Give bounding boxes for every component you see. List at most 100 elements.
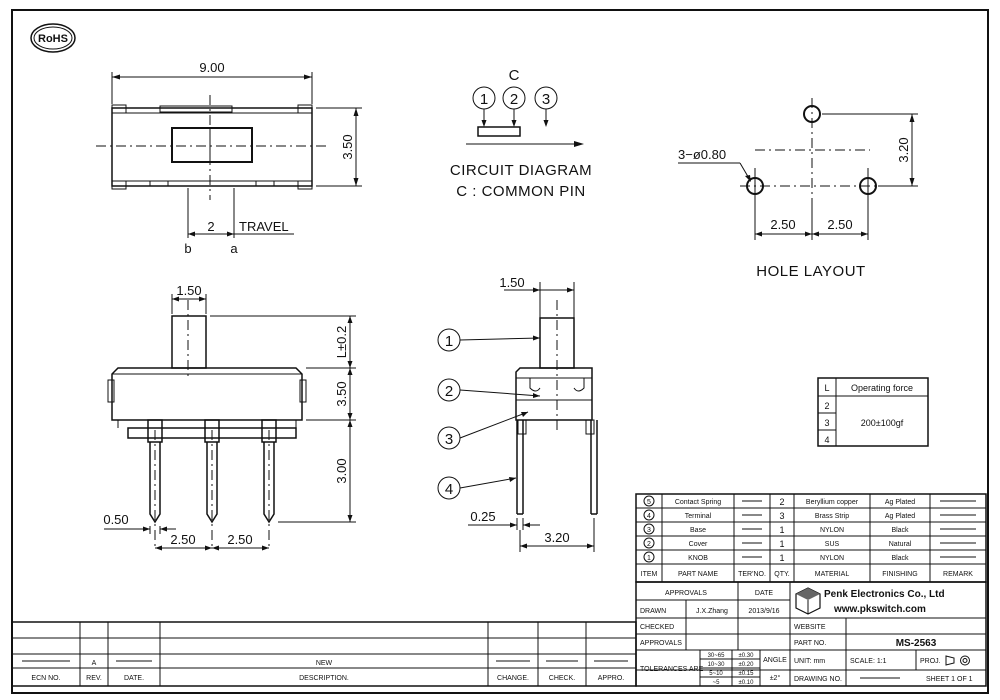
company-name: Penk Electronics Co., Ltd (824, 589, 945, 600)
hole-layout: 3−ø0.80 3.20 2.50 2.50 HOLE LAYOUT (678, 98, 918, 280)
callout-4: 4 (445, 481, 453, 498)
company-logo-icon (795, 587, 821, 615)
front-view: 1.50 L±0.2 3.50 3.00 0.50 2.50 2.50 (103, 283, 356, 551)
part-item-2: 2 (647, 541, 651, 548)
tb-approvals: APPROVALS (665, 590, 707, 597)
circuit-subtitle: C : COMMON PIN (456, 183, 586, 200)
rev-header-rev: REV. (86, 675, 102, 682)
tb-tolerances: TOLERANCES ARE (640, 666, 704, 673)
tol-value-2: ±0.20 (739, 662, 755, 668)
part-material-5: Beryllium copper (806, 499, 859, 506)
tb-part-no: MS-2563 (896, 638, 937, 649)
tol-range-1: 30~65 (708, 653, 726, 659)
part-item-1: 1 (647, 555, 651, 562)
header-qty: QTY. (774, 571, 789, 578)
front-pin-width: 0.50 (103, 512, 128, 527)
force-header-title: Operating force (851, 383, 913, 393)
tol-value-1: ±0.30 (739, 653, 755, 659)
part-finish-1: Black (891, 555, 909, 562)
tb-scale: SCALE: 1:1 (850, 658, 887, 665)
front-pin-2 (206, 442, 218, 524)
tb-date: DATE (755, 590, 773, 597)
callout-1: 1 (445, 333, 453, 350)
position-b: b (184, 241, 191, 256)
rohs-text: RoHS (38, 33, 68, 45)
front-knob-height: L±0.2 (334, 326, 349, 358)
hole-spec: 3−ø0.80 (678, 147, 726, 162)
part-finish-3: Black (891, 527, 909, 534)
part-qty-1: 1 (779, 553, 784, 563)
tb-unit: UNIT: mm (794, 658, 825, 665)
callout-2: 2 (445, 383, 453, 400)
revision-block: A NEW ECN NO. REV. DATE. DESCRIPTION. CH… (11, 621, 637, 687)
rev-header-date: DATE. (124, 675, 144, 682)
front-pitch-left: 2.50 (170, 532, 195, 547)
part-finish-2: Natural (889, 541, 912, 548)
side-view: 1.50 1 2 3 4 (437, 275, 598, 552)
hole-pitch-right: 2.50 (827, 217, 852, 232)
slider-contact (477, 126, 521, 137)
front-pin-3 (263, 442, 275, 524)
top-knob-slot (171, 127, 253, 163)
circuit-title: CIRCUIT DIAGRAM (450, 162, 592, 179)
hole-height-dim: 3.20 (896, 137, 911, 162)
force-row-2: 2 (824, 401, 829, 411)
front-body-height: 3.50 (334, 381, 349, 406)
force-header-l: L (824, 383, 829, 393)
part-qty-4: 3 (779, 511, 784, 521)
pin-3-label: 3 (542, 91, 550, 108)
part-finish-4: Ag Plated (885, 513, 915, 520)
tol-value-3: ±0.15 (739, 671, 755, 677)
tb-drawing-no: DRAWING NO. (794, 676, 842, 683)
front-body (111, 367, 303, 421)
tb-drawn-date: 2013/9/16 (748, 608, 779, 615)
common-letter: C (509, 67, 520, 84)
circuit-diagram: C 1 2 3 CIRCUIT DIAGRAM C : COMMON PIN (450, 67, 592, 200)
rev-header-change: CHANGE. (497, 675, 529, 682)
tb-proj: PROJ. (920, 658, 941, 665)
parts-table: 5 Contact Spring 2 Beryllium copper Ag P… (635, 493, 987, 583)
part-item-5: 5 (647, 499, 651, 506)
tb-drawn-by: J.X.Zhang (696, 608, 728, 615)
tol-value-4: ±0.10 (739, 680, 755, 686)
tol-range-4: ~5 (713, 680, 721, 686)
header-part-name: PART NAME (678, 571, 718, 578)
side-knob-width: 1.50 (499, 275, 524, 290)
part-material-1: NYLON (820, 555, 844, 562)
force-value: 200±100gf (861, 418, 904, 428)
top-body-outline (111, 107, 313, 187)
front-pitch-right: 2.50 (227, 532, 252, 547)
company-website-url: www.pkswitch.com (833, 604, 926, 615)
tb-approvals2: APPROVALS (640, 640, 682, 647)
pin-1-label: 1 (480, 91, 488, 108)
hole-layout-title: HOLE LAYOUT (756, 263, 865, 280)
part-qty-2: 1 (779, 539, 784, 549)
header-material: MATERIAL (815, 571, 850, 578)
header-remark: REMARK (943, 571, 973, 578)
title-block: APPROVALS DATE DRAWN J.X.Zhang 2013/9/16… (635, 581, 987, 687)
hole-pitch-left: 2.50 (770, 217, 795, 232)
tb-checked: CHECKED (640, 624, 674, 631)
part-finish-5: Ag Plated (885, 499, 915, 506)
force-row-4: 4 (824, 435, 829, 445)
part-item-4: 4 (647, 513, 651, 520)
rev-header-appro: APPRO. (598, 675, 625, 682)
rev-header-check: CHECK. (549, 675, 576, 682)
side-body (515, 367, 593, 421)
part-qty-3: 1 (779, 525, 784, 535)
header-ter-no: TER'NO. (738, 571, 766, 578)
side-pin-span: 3.20 (544, 530, 569, 545)
part-qty-5: 2 (779, 497, 784, 507)
force-row-3: 3 (824, 418, 829, 428)
top-width-dim: 9.00 (199, 60, 224, 75)
part-item-3: 3 (647, 527, 651, 534)
part-material-4: Brass Strip (815, 513, 849, 520)
rohs-logo: RoHS (30, 23, 76, 53)
tb-part-no-label: PART NO. (794, 640, 826, 647)
front-knob (171, 315, 207, 369)
header-item: ITEM (641, 571, 658, 578)
rev-header-description: DESCRIPTION. (299, 675, 349, 682)
position-a: a (230, 241, 238, 256)
